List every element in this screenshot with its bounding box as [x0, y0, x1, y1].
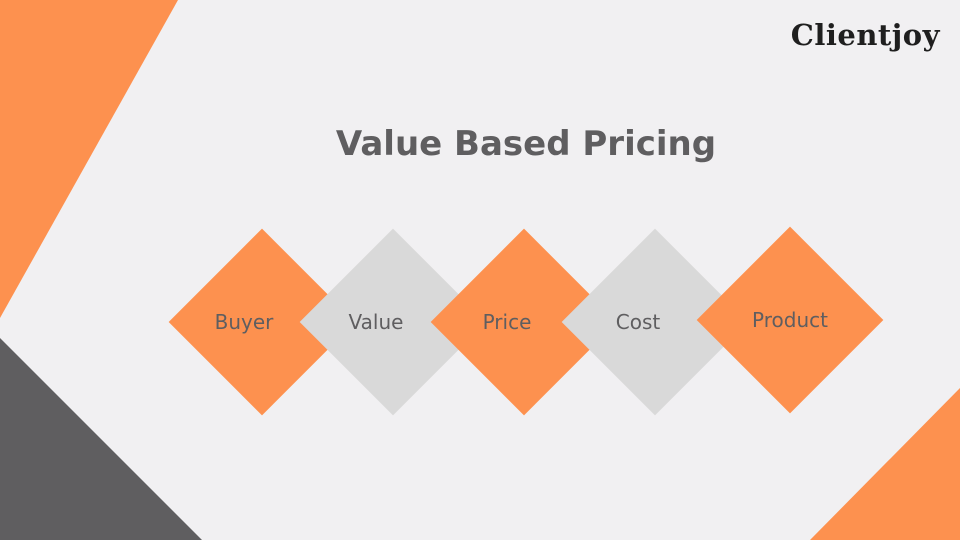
- diamond-label-value: Value: [348, 310, 404, 334]
- brand-logo: Clientjoy: [790, 18, 940, 52]
- slide-title: Value Based Pricing: [335, 124, 717, 164]
- diamond-label-buyer: Buyer: [214, 310, 274, 334]
- diamond-label-price: Price: [482, 310, 532, 334]
- bottom-right-orange-shape: [810, 388, 960, 540]
- top-left-orange-shape: [0, 0, 178, 318]
- diamond-label-product: Product: [752, 308, 828, 332]
- bottom-left-dark-shape: [0, 338, 202, 540]
- diamond-label-cost: Cost: [615, 310, 661, 334]
